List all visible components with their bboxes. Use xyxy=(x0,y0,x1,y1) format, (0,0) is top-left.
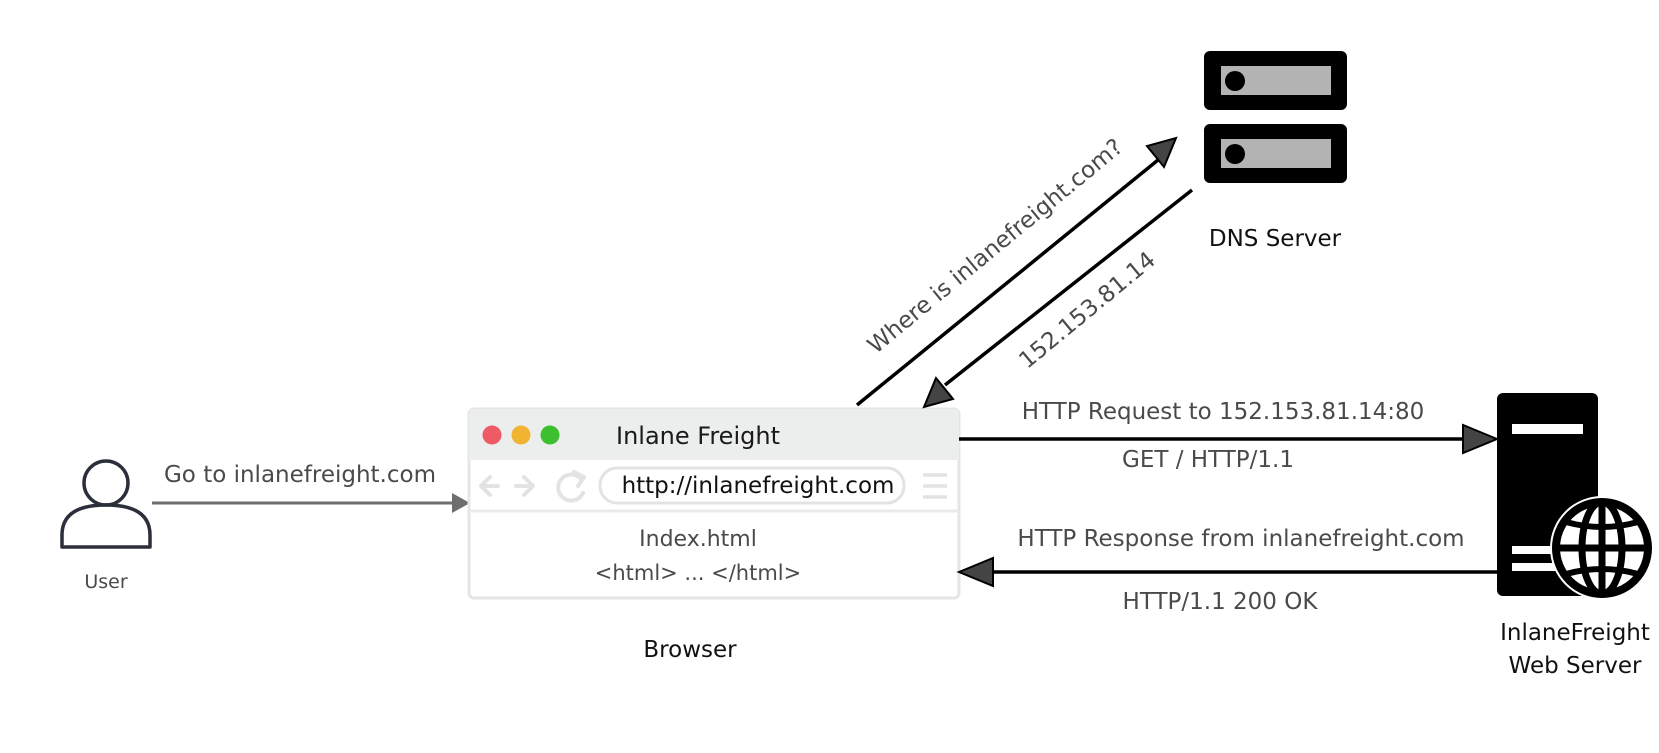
page-content-html: <html> ... </html> xyxy=(595,561,802,585)
forward-arrow-icon[interactable] xyxy=(514,475,535,497)
window-close-button[interactable] xyxy=(482,425,502,445)
browser-tab-title: Inlane Freight xyxy=(616,422,780,450)
page-content-filename: Index.html xyxy=(639,527,757,552)
dns-answer-arrow xyxy=(943,188,1194,387)
http-response-label: HTTP Response from inlanefreight.com xyxy=(1017,526,1464,552)
web-server-label-line2: Web Server xyxy=(1509,653,1642,679)
dns-server-label: DNS Server xyxy=(1209,226,1342,252)
web-server-label-line1: InlaneFreight xyxy=(1500,620,1650,646)
address-bar-url[interactable]: http://inlanefreight.com xyxy=(622,473,895,499)
http-request-line-label: GET / HTTP/1.1 xyxy=(1122,447,1294,473)
user-action-label: Go to inlanefreight.com xyxy=(164,462,436,488)
reload-icon[interactable] xyxy=(556,470,586,503)
http-response-arrowhead xyxy=(956,556,994,588)
window-maximize-button[interactable] xyxy=(540,425,560,445)
browser-window: Inlane Freight http://inlanefreight.com … xyxy=(467,407,961,600)
dns-query-arrow xyxy=(855,158,1160,407)
user-to-browser-arrowhead xyxy=(452,493,470,513)
http-request-arrowhead xyxy=(1462,423,1500,455)
globe-icon xyxy=(1550,496,1654,600)
browser-caption: Browser xyxy=(643,637,737,663)
back-arrow-icon[interactable] xyxy=(479,475,500,497)
dns-server-icon xyxy=(1204,51,1347,183)
user-label: User xyxy=(84,571,127,593)
window-minimize-button[interactable] xyxy=(511,425,531,445)
user-icon xyxy=(60,459,152,549)
menu-icon[interactable] xyxy=(923,473,947,499)
dns-answer-label: 152.153.81.14 xyxy=(1014,247,1160,374)
address-bar[interactable] xyxy=(598,466,906,505)
dns-query-arrowhead xyxy=(1145,136,1178,169)
http-status-line-label: HTTP/1.1 200 OK xyxy=(1123,589,1319,615)
http-request-label: HTTP Request to 152.153.81.14:80 xyxy=(1022,399,1425,425)
dns-answer-arrowhead xyxy=(922,376,955,409)
